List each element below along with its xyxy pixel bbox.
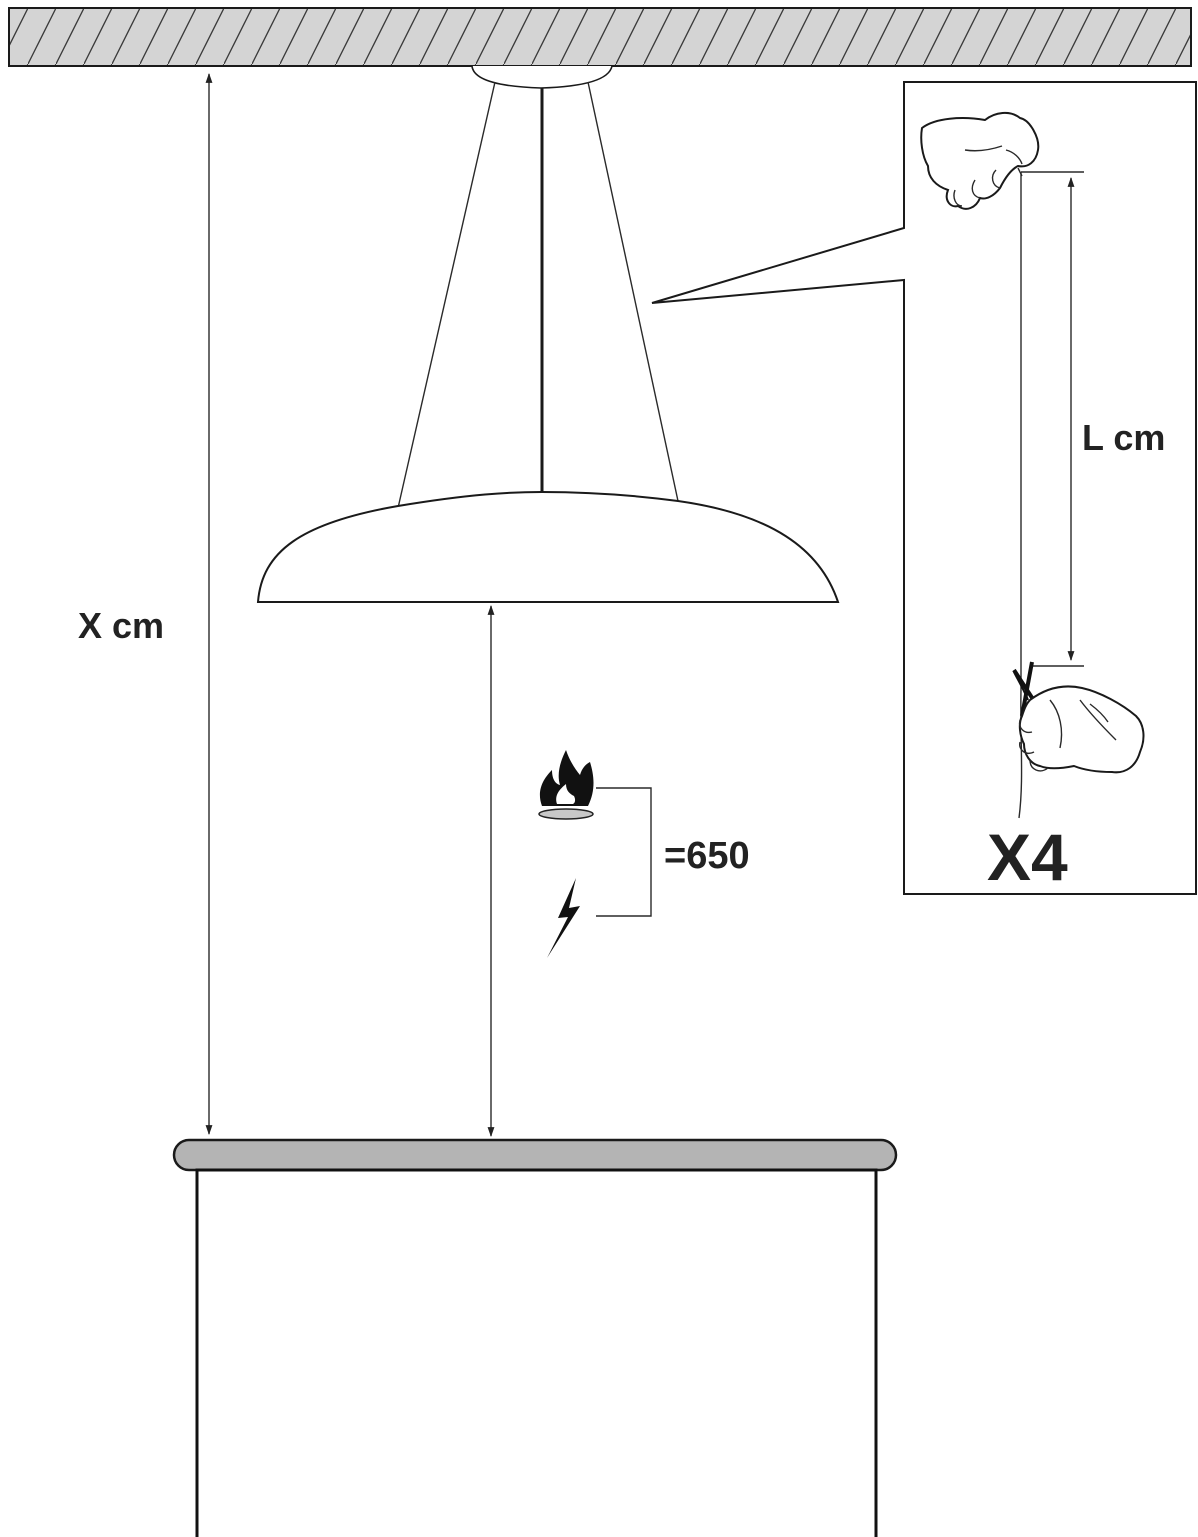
ceiling (8, 7, 1192, 67)
lightning-icon (547, 878, 580, 958)
cable-length-label: L cm (1082, 417, 1165, 458)
overall-height-label: X cm (78, 605, 164, 646)
hood-shade (256, 490, 840, 603)
suspension-cable-left (397, 81, 496, 509)
wire-cutter-hand-icon (1012, 661, 1145, 774)
hob-bracket (596, 787, 652, 917)
quantity-label: X4 (987, 820, 1068, 894)
cooktop-cabinet (172, 1138, 898, 1537)
cooktop (172, 1138, 898, 1172)
cable-detail-callout: L cm X4 (651, 81, 1197, 895)
gas-flame-icon (538, 750, 594, 820)
min-distance-label: =650 (664, 835, 750, 877)
detail-cable (1018, 172, 1023, 819)
overall-height-dimension: X cm (78, 73, 213, 1135)
pendant-hood (256, 65, 840, 603)
suspension-cable-right (587, 81, 679, 502)
ceiling-canopy (471, 65, 613, 89)
cabinet (195, 1168, 878, 1537)
